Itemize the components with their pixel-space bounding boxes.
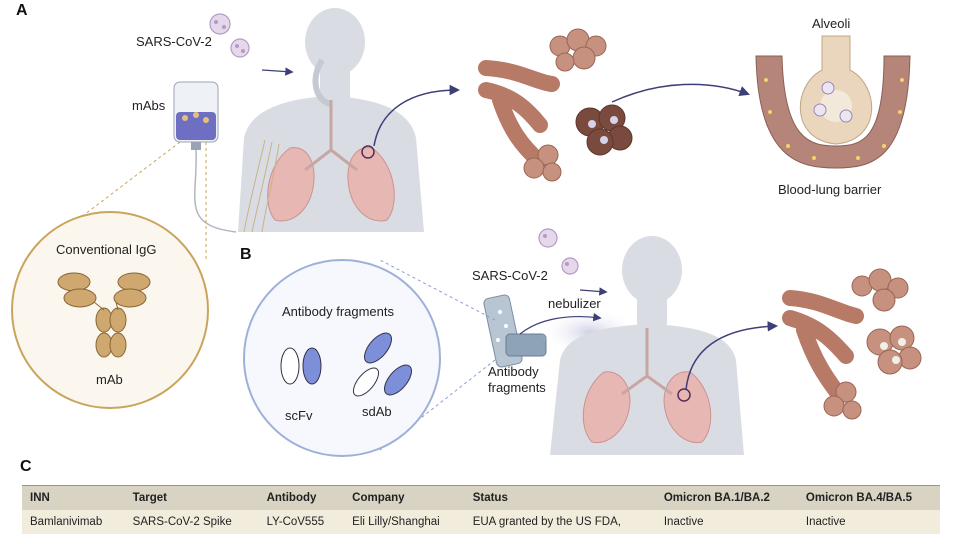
nebulizer-icon — [483, 294, 547, 368]
panel-label-b: B — [240, 246, 252, 263]
cell-inn: Bamlanivimab — [22, 510, 125, 534]
scfv-label: scFv — [285, 408, 313, 423]
iv-bag-icon — [173, 81, 219, 150]
header-omicron-ba1-ba2: Omicron BA.1/BA.2 — [655, 485, 798, 510]
inhale-arrow — [579, 287, 608, 296]
panel-label-c: C — [20, 458, 32, 475]
virus-icon — [538, 228, 579, 275]
human-body-a — [238, 8, 424, 232]
vessel-lines — [243, 139, 280, 233]
scfv-fragment-icon — [280, 347, 322, 385]
cell-omicron-ba4-ba5: Inactive — [797, 510, 940, 534]
callout-line — [379, 259, 496, 321]
callout-circle — [243, 259, 441, 457]
blood-lung-barrier-label: Blood-lung barrier — [778, 182, 882, 197]
bronchi-b — [782, 268, 922, 420]
conventional-igg-label: Conventional IgG — [56, 242, 157, 257]
cell-status: EUA granted by the US FDA, — [464, 510, 656, 534]
table-row: Bamlanivimab SARS-CoV-2 Spike LY-CoV555 … — [22, 510, 940, 534]
sars-cov-2-label-b: SARS-CoV-2 — [472, 268, 548, 283]
cell-antibody: LY-CoV555 — [258, 510, 345, 534]
header-antibody: Antibody — [258, 485, 345, 510]
header-target: Target — [124, 485, 259, 510]
header-status: Status — [464, 485, 656, 510]
mabs-label: mAbs — [132, 98, 166, 113]
header-inn: INN — [22, 485, 125, 510]
aerosol-arrow — [519, 312, 602, 335]
virus-icon — [209, 13, 250, 58]
sars-cov-2-label-a: SARS-CoV-2 — [136, 34, 212, 49]
human-body-b — [550, 236, 744, 455]
inhale-arrow — [261, 67, 294, 76]
antibody-fragments-label-line2: fragments — [488, 380, 546, 395]
iv-tube — [194, 149, 237, 233]
panel-label-a: A — [16, 2, 28, 19]
zoom-arrow — [685, 321, 779, 391]
mab-caption: mAb — [96, 372, 123, 387]
bronchi-a — [478, 28, 633, 182]
sdab-label: sdAb — [362, 404, 392, 419]
antibody-fragments-title: Antibody fragments — [282, 304, 395, 319]
zoom-arrow — [611, 83, 750, 103]
antibody-table: INN Target Antibody Company Status Omicr… — [22, 485, 940, 534]
table-header-row: INN Target Antibody Company Status Omicr… — [22, 485, 940, 510]
cell-omicron-ba1-ba2: Inactive — [655, 510, 798, 534]
cell-company: Eli Lilly/Shanghai — [344, 510, 465, 534]
antibody-fragments-label-line1: Antibody — [488, 364, 539, 379]
igg-antibody-icon — [57, 272, 151, 358]
header-omicron-ba4-ba5: Omicron BA.4/BA.5 — [797, 485, 940, 510]
alveoli-label: Alveoli — [812, 16, 851, 31]
header-company: Company — [344, 485, 465, 510]
cell-target: SARS-CoV-2 Spike — [124, 510, 259, 534]
nebulizer-label: nebulizer — [548, 296, 601, 311]
sdab-fragment-icon — [352, 332, 412, 397]
alveolus-diagram — [755, 35, 911, 169]
callout-circle — [11, 211, 209, 409]
zoom-arrow — [373, 84, 461, 147]
